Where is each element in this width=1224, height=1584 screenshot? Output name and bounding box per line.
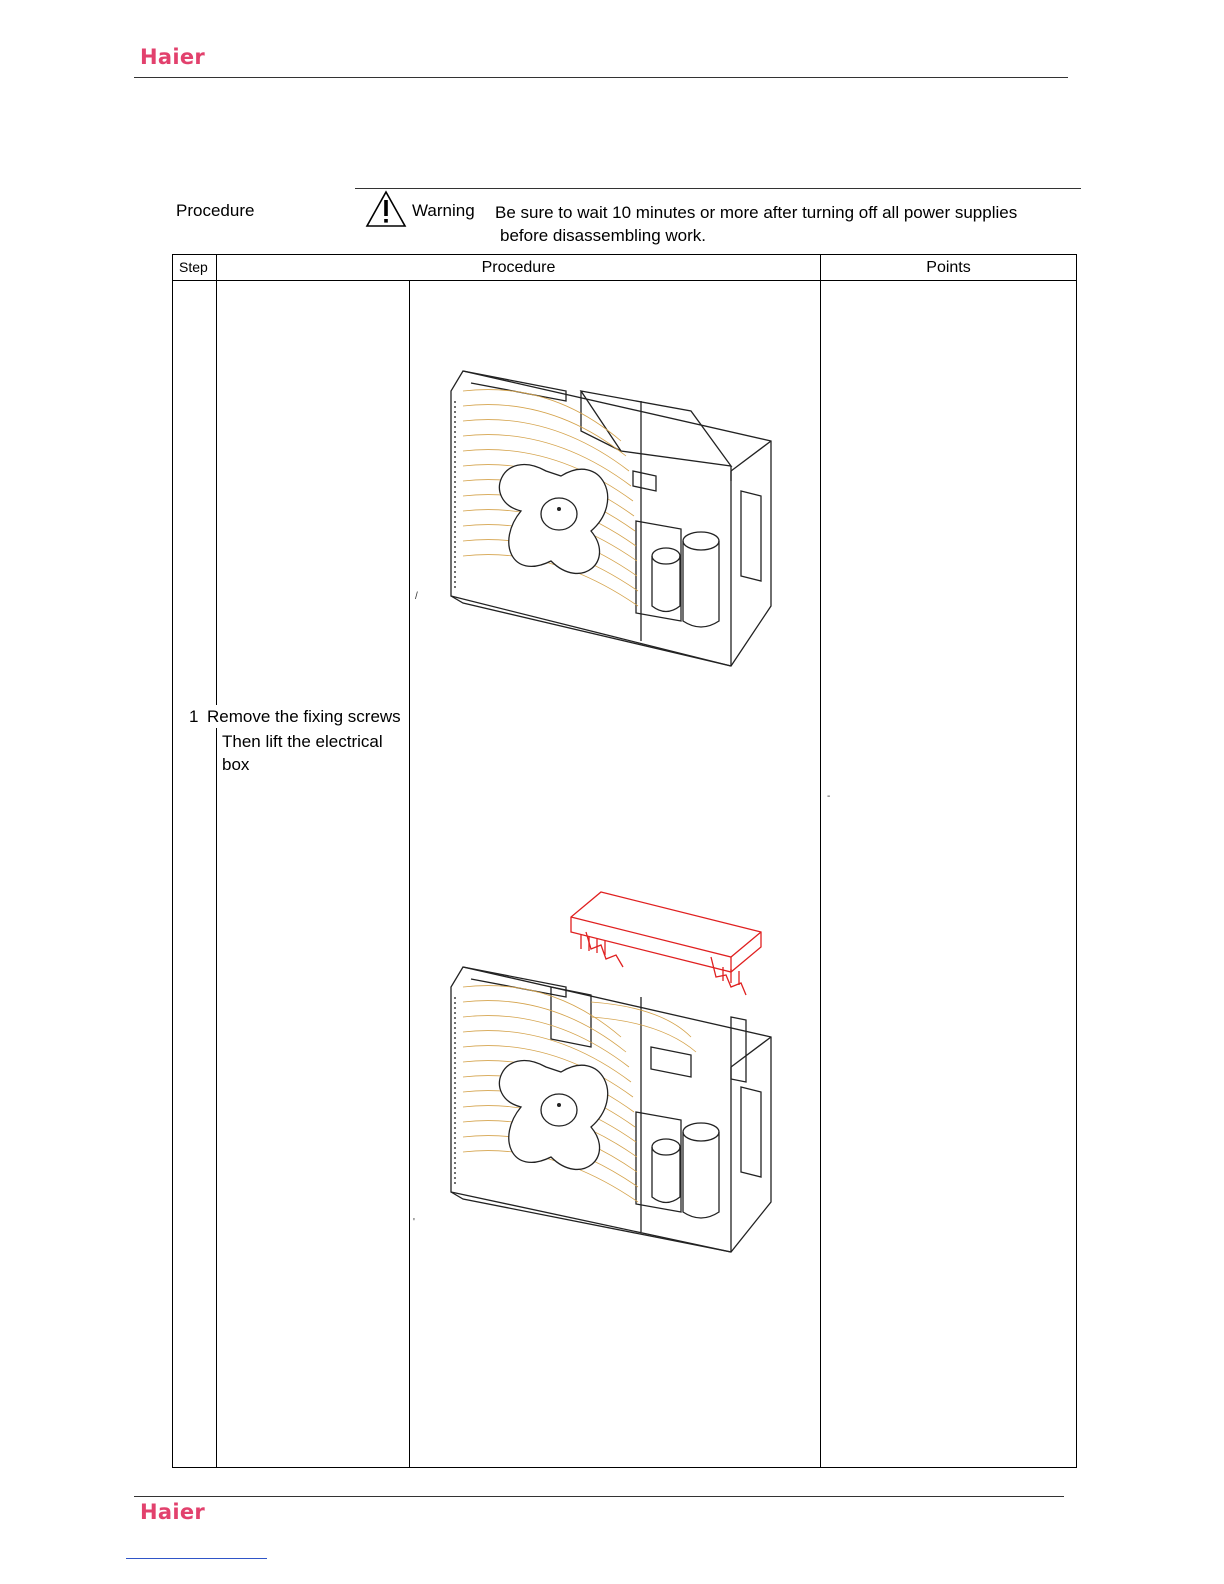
step-text-line-1: Remove the fixing screws: [207, 705, 402, 728]
outdoor-unit-assembled-illustration: [441, 351, 781, 671]
warning-line-1: Be sure to wait 10 minutes or more after…: [495, 201, 1017, 224]
procedure-table: Step Procedure Points 1 Remove the fixin…: [172, 254, 1077, 1468]
warning-rule: [355, 188, 1081, 189]
warning-label: Warning: [412, 201, 475, 221]
header-rule: [134, 77, 1068, 78]
haier-logo-footer: Haier: [140, 1500, 205, 1524]
outdoor-unit-electrical-box-lifted-illustration: [441, 887, 781, 1257]
header-procedure: Procedure: [217, 255, 820, 280]
step-column-divider: [216, 255, 217, 1467]
step-number: 1: [189, 705, 198, 728]
step-text-line-2: Then lift the electrical: [222, 730, 383, 753]
warning-line-2: before disassembling work.: [495, 224, 1017, 247]
haier-logo: Haier: [140, 45, 205, 69]
callout-tick: ': [413, 1217, 415, 1228]
footer-link-underline: [126, 1558, 267, 1559]
procedure-label: Procedure: [176, 201, 254, 221]
header-points: Points: [821, 255, 1076, 280]
header-row-divider: [173, 280, 1076, 281]
points-column-divider: [820, 255, 821, 1467]
text-column-divider: [409, 280, 410, 1467]
callout-tick: -: [827, 791, 830, 802]
footer-rule: [134, 1496, 1064, 1497]
warning-triangle-icon: [365, 190, 407, 228]
warning-message: Be sure to wait 10 minutes or more after…: [495, 201, 1017, 247]
step-text-line-3: box: [222, 753, 249, 776]
header-step: Step: [173, 255, 222, 280]
callout-tick: /: [415, 591, 418, 602]
